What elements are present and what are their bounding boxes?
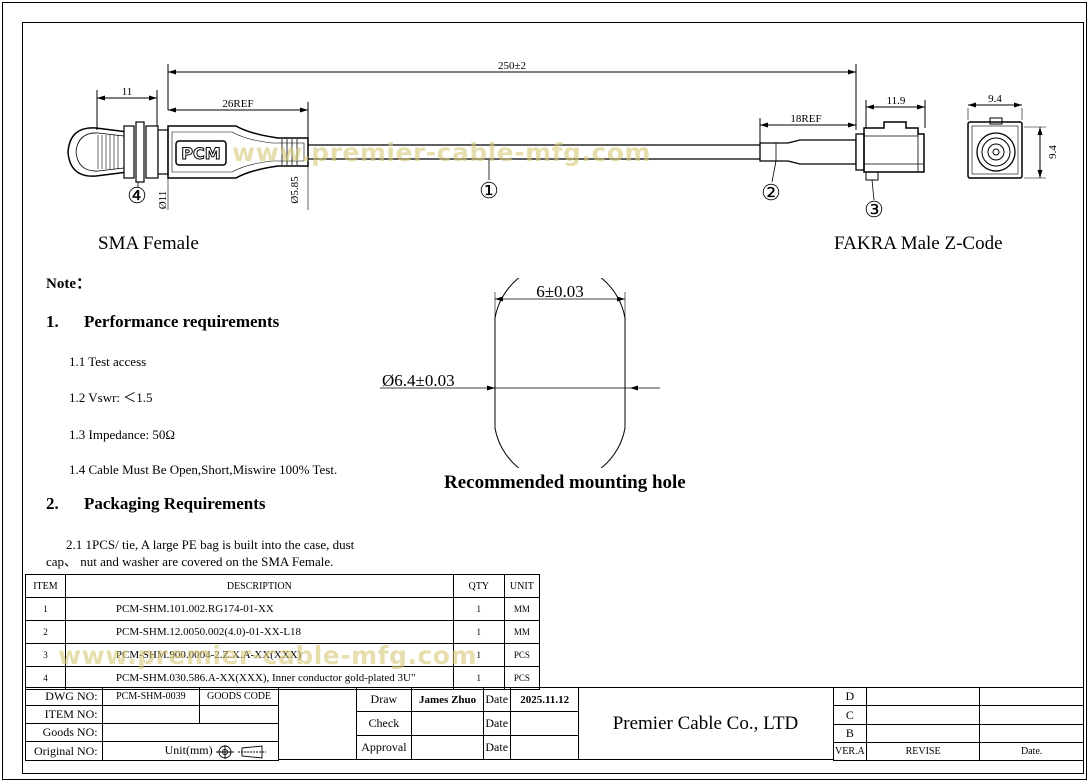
left-connector-label: SMA Female bbox=[98, 233, 199, 254]
original-no-label: Original NO: bbox=[25, 741, 103, 761]
table-row: 1 PCM-SHM.101.002.RG174-01-XX 1 MM bbox=[25, 597, 541, 621]
d-hole-outline bbox=[494, 278, 626, 468]
ver-label: VER.A bbox=[833, 742, 867, 761]
bom-header-qty: QTY bbox=[452, 574, 505, 598]
goods-code-label: GOODS CODE bbox=[199, 687, 279, 706]
note-item-1-3: 1.3 Impedance: 50Ω bbox=[69, 427, 176, 442]
title-block-spacer bbox=[279, 687, 357, 760]
bom-cell-item: 1 bbox=[25, 597, 66, 621]
drawing-inner-frame bbox=[22, 22, 1084, 774]
heat-shrink-tube bbox=[759, 139, 857, 165]
bom-cell-desc: PCM-SHM.101.002.RG174-01-XX bbox=[64, 597, 454, 621]
dim-overall-length: 250±2 bbox=[498, 60, 526, 72]
watermark-bottom: www.premier-cable-mfg.com bbox=[58, 641, 477, 670]
balloon-2: ② bbox=[761, 180, 781, 205]
bom-header-description: DESCRIPTION bbox=[64, 574, 454, 598]
fakra-end-view bbox=[967, 121, 1023, 179]
pcm-logo-box bbox=[175, 140, 227, 166]
note-item-1-2: 1.2 Vswr: ＜1.5 bbox=[69, 390, 153, 405]
bom-cell-qty: 1 bbox=[452, 597, 505, 621]
goods-no-value bbox=[101, 723, 280, 742]
bom-table: ITEM DESCRIPTION QTY UNIT 1 PCM-SHM.101.… bbox=[25, 574, 541, 690]
approver-name bbox=[410, 735, 485, 760]
dim-hole-diameter: Ø6.4±0.03 bbox=[382, 371, 455, 390]
table-row: 2 PCM-SHM.12.0050.002(4.0)-01-XX-L18 1 M… bbox=[25, 620, 541, 644]
right-connector-label: FAKRA Male Z-Code bbox=[834, 233, 1003, 254]
section-2-number: 2. bbox=[46, 494, 59, 513]
bom-header-item: ITEM bbox=[25, 574, 66, 598]
bom-cell-unit: PCS bbox=[503, 643, 541, 667]
approval-date-label: Date bbox=[483, 735, 512, 760]
check-label: Check bbox=[356, 711, 412, 736]
bom-cell-desc: PCM-SHM.12.0050.002(4.0)-01-XX-L18 bbox=[64, 620, 454, 644]
approval-label: Approval bbox=[356, 735, 412, 760]
drawer-name: James Zhuo bbox=[410, 687, 485, 712]
note-item-2-1-line1: 2.1 1PCS/ tie, A large PE bag is built i… bbox=[66, 537, 355, 552]
draw-date-value: 2025.11.12 bbox=[510, 687, 579, 712]
bom-header-unit: UNIT bbox=[503, 574, 541, 598]
title-block-info: DWG NO: PCM-SHM-0039 GOODS CODE ITEM NO:… bbox=[25, 687, 280, 761]
mounting-hole-caption: Recommended mounting hole bbox=[444, 472, 686, 493]
projection-symbol-icon bbox=[215, 744, 266, 759]
item-no-label: ITEM NO: bbox=[25, 705, 103, 724]
check-date-value bbox=[510, 711, 579, 736]
watermark-top: www.premier-cable-mfg.com bbox=[232, 138, 651, 167]
dim-fakra-width: 9.4 bbox=[988, 93, 1002, 105]
dim-hole-width: 6±0.03 bbox=[536, 282, 584, 301]
dim-shrink-ref: 18REF bbox=[790, 113, 821, 125]
bom-cell-unit: MM bbox=[503, 597, 541, 621]
pcm-logo-text: PCM bbox=[181, 144, 220, 163]
dim-nut-length: 11 bbox=[122, 86, 133, 98]
dim-cable-diameter: Ø5.85 bbox=[289, 176, 301, 204]
rev-c-label: C bbox=[833, 705, 867, 725]
date-column-label: Date. bbox=[979, 742, 1084, 761]
section-2-title: Packaging Requirements bbox=[84, 494, 266, 513]
unit-cell: Unit(mm) bbox=[101, 741, 280, 761]
rev-d-label: D bbox=[833, 687, 867, 706]
note-item-2-1-line2: cap、 nut and washer are covered on the S… bbox=[46, 554, 334, 569]
bom-cell-unit: MM bbox=[503, 620, 541, 644]
checker-name bbox=[410, 711, 485, 736]
draw-label: Draw bbox=[356, 687, 412, 712]
cable-assembly-drawing: PCM 250±2 11 26REF 18REF 11.9 9.4 9.4 Ø1… bbox=[67, 60, 1059, 222]
approval-date-value bbox=[510, 735, 579, 760]
section-1-number: 1. bbox=[46, 312, 59, 331]
dwg-no-label: DWG NO: bbox=[25, 687, 103, 706]
note-title: Note： bbox=[46, 276, 91, 292]
title-block-signoff: Draw James Zhuo Date 2025.11.12 Check Da… bbox=[356, 687, 579, 760]
note-item-1-1: 1.1 Test access bbox=[69, 354, 147, 369]
table-row: 4 PCM-SHM.030.586.A-XX(XXX), Inner condu… bbox=[25, 666, 541, 690]
sma-dust-cap bbox=[67, 127, 129, 177]
mounting-hole-drawing: 6±0.03 Ø6.4±0.03 bbox=[380, 278, 660, 468]
bom-header-row: ITEM DESCRIPTION QTY UNIT bbox=[25, 574, 541, 598]
note-item-1-4: 1.4 Cable Must Be Open,Short,Miswire 100… bbox=[69, 462, 338, 477]
goods-no-label: Goods NO: bbox=[25, 723, 103, 742]
dim-fakra-height: 9.4 bbox=[1047, 145, 1059, 159]
fakra-housing bbox=[863, 121, 925, 173]
dwg-no-value: PCM-SHM-0039 bbox=[101, 687, 201, 706]
bom-cell-desc: PCM-SHM.030.586.A-XX(XXX), Inner conduct… bbox=[64, 666, 454, 690]
check-date-label: Date bbox=[483, 711, 512, 736]
goods-code-value bbox=[199, 705, 279, 724]
item-no-value bbox=[101, 705, 201, 724]
dim-boot-diameter: Ø11 bbox=[157, 191, 169, 210]
revise-label: REVISE bbox=[865, 742, 981, 761]
balloon-1: ① bbox=[479, 178, 499, 203]
title-block: DWG NO: PCM-SHM-0039 GOODS CODE ITEM NO:… bbox=[25, 687, 1084, 761]
rev-b-label: B bbox=[833, 724, 867, 743]
dim-boot-ref: 26REF bbox=[222, 98, 253, 110]
section-1-title: Performance requirements bbox=[84, 312, 280, 331]
dim-fakra-length: 11.9 bbox=[887, 95, 906, 107]
unit-label: Unit(mm) bbox=[164, 743, 213, 758]
revision-table: D C B VER.A REVISE Date. bbox=[833, 687, 1084, 761]
company-name: Premier Cable Co., LTD bbox=[578, 687, 834, 760]
balloon-4: ④ bbox=[127, 183, 147, 208]
balloon-3: ③ bbox=[864, 197, 884, 222]
draw-date-label: Date bbox=[483, 687, 512, 712]
bom-cell-qty: 1 bbox=[452, 620, 505, 644]
